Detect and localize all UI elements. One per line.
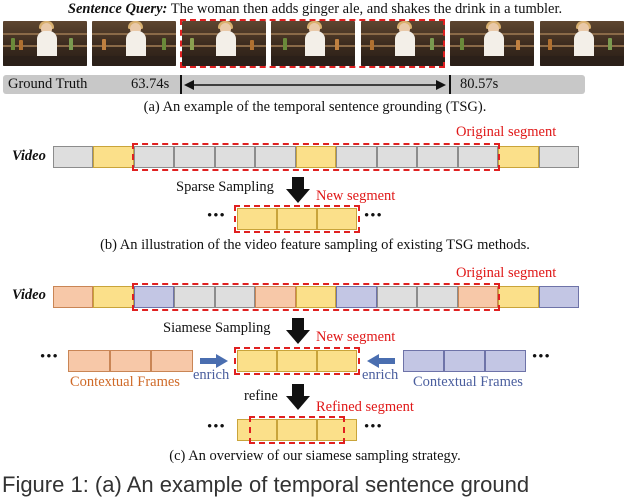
- ellipsis-right-b: •••: [364, 208, 383, 224]
- refined-segment-label: Refined segment: [316, 399, 414, 415]
- video-label-c: Video: [12, 287, 46, 303]
- figure-caption: Figure 1: (a) An example of temporal sen…: [2, 472, 530, 497]
- start-time: 63.74s: [131, 76, 170, 92]
- sparse-sampling-label: Sparse Sampling: [176, 179, 274, 195]
- ellipsis-left-b: •••: [207, 208, 226, 224]
- query-text: The woman then adds ginger ale, and shak…: [167, 1, 563, 17]
- frame-cell: [215, 286, 255, 308]
- frame-cell: [277, 419, 317, 441]
- arrow-right-icon: [200, 354, 228, 368]
- original-segment-box-c: [132, 283, 500, 311]
- contextual-frames-label-left: Contextual Frames: [70, 374, 180, 390]
- video-frame: [182, 21, 266, 66]
- frame-cell: [498, 286, 539, 308]
- frame-cell: [151, 350, 193, 372]
- refined-segment-box: [249, 416, 345, 444]
- end-time: 80.57s: [460, 76, 499, 92]
- original-segment-label-b: Original segment: [456, 124, 557, 140]
- arrow-down-icon: [286, 177, 310, 203]
- arrow-down-icon: [286, 384, 310, 410]
- frame-cell: [237, 419, 277, 441]
- frame-cell: [255, 146, 296, 168]
- frame-cell: [53, 146, 93, 168]
- query-label: Sentence Query:: [67, 1, 168, 17]
- caption-a: (a) An example of the temporal sentence …: [143, 99, 487, 115]
- siamese-sampling-label: Siamese Sampling: [163, 320, 271, 336]
- frame-cell: [539, 146, 579, 168]
- frame-cell: [93, 146, 134, 168]
- ground-truth-frames-box: [180, 19, 445, 68]
- start-marker: [180, 75, 182, 94]
- new-segment-box-c: [234, 347, 360, 375]
- arrow-left-icon: [367, 354, 395, 368]
- arrow-down-icon: [286, 318, 310, 344]
- frame-cell: [296, 146, 336, 168]
- frame-cell: [336, 146, 377, 168]
- frame-cell: [174, 286, 215, 308]
- ellipsis-right-refined: •••: [364, 419, 383, 435]
- video-frame: [271, 21, 355, 66]
- original-segment-label-c: Original segment: [456, 265, 557, 281]
- video-frame: [540, 21, 624, 66]
- caption-b: (b) An illustration of the video feature…: [100, 237, 530, 253]
- frame-cell: [377, 146, 417, 168]
- frame-cell: [485, 350, 526, 372]
- refine-label: refine: [244, 388, 278, 404]
- frame-cell: [458, 286, 498, 308]
- new-segment-label-b: New segment: [316, 188, 396, 204]
- frame-cell: [377, 286, 417, 308]
- ground-truth-label: Ground Truth: [8, 76, 88, 92]
- contextual-frames-label-right: Contextual Frames: [413, 374, 523, 390]
- frame-cell: [498, 146, 539, 168]
- video-label-b: Video: [12, 148, 46, 164]
- frame-cell: [317, 208, 357, 230]
- frame-cell: [237, 350, 277, 372]
- caption-c: (c) An overview of our siamese sampling …: [169, 448, 461, 464]
- frame-cell: [53, 286, 93, 308]
- frame-cell: [296, 286, 336, 308]
- frame-cell: [215, 146, 255, 168]
- frame-cell: [255, 286, 296, 308]
- frame-cell: [444, 350, 485, 372]
- frame-cell: [317, 350, 357, 372]
- frame-cell: [110, 350, 151, 372]
- enrich-label-left: enrich: [193, 367, 230, 383]
- new-segment-box-b: [234, 205, 360, 233]
- ellipsis-right-c: •••: [532, 349, 551, 365]
- new-segment-label-c: New segment: [316, 329, 396, 345]
- frame-cell: [458, 146, 498, 168]
- end-marker: [449, 75, 451, 94]
- double-arrow-icon: [184, 80, 446, 90]
- original-segment-box-b: [132, 143, 500, 171]
- ellipsis-left-refined: •••: [207, 419, 226, 435]
- frame-cell: [134, 286, 174, 308]
- video-frame: [3, 21, 87, 66]
- frame-cell: [539, 286, 579, 308]
- video-frame: [92, 21, 176, 66]
- frame-cell: [403, 350, 444, 372]
- frame-cell: [174, 146, 215, 168]
- video-frame: [450, 21, 534, 66]
- frame-cell: [336, 286, 377, 308]
- frame-cell: [417, 146, 458, 168]
- frame-cell: [417, 286, 458, 308]
- ellipsis-left-c: •••: [40, 349, 59, 365]
- frame-cell: [317, 419, 357, 441]
- frame-cell: [93, 286, 134, 308]
- frame-cell: [277, 208, 317, 230]
- frame-cell: [237, 208, 277, 230]
- frame-cell: [134, 146, 174, 168]
- video-frame: [361, 21, 445, 66]
- frame-cell: [277, 350, 317, 372]
- frame-cell: [68, 350, 110, 372]
- enrich-label-right: enrich: [362, 367, 399, 383]
- sentence-query: Sentence Query: The woman then adds ging…: [0, 1, 630, 18]
